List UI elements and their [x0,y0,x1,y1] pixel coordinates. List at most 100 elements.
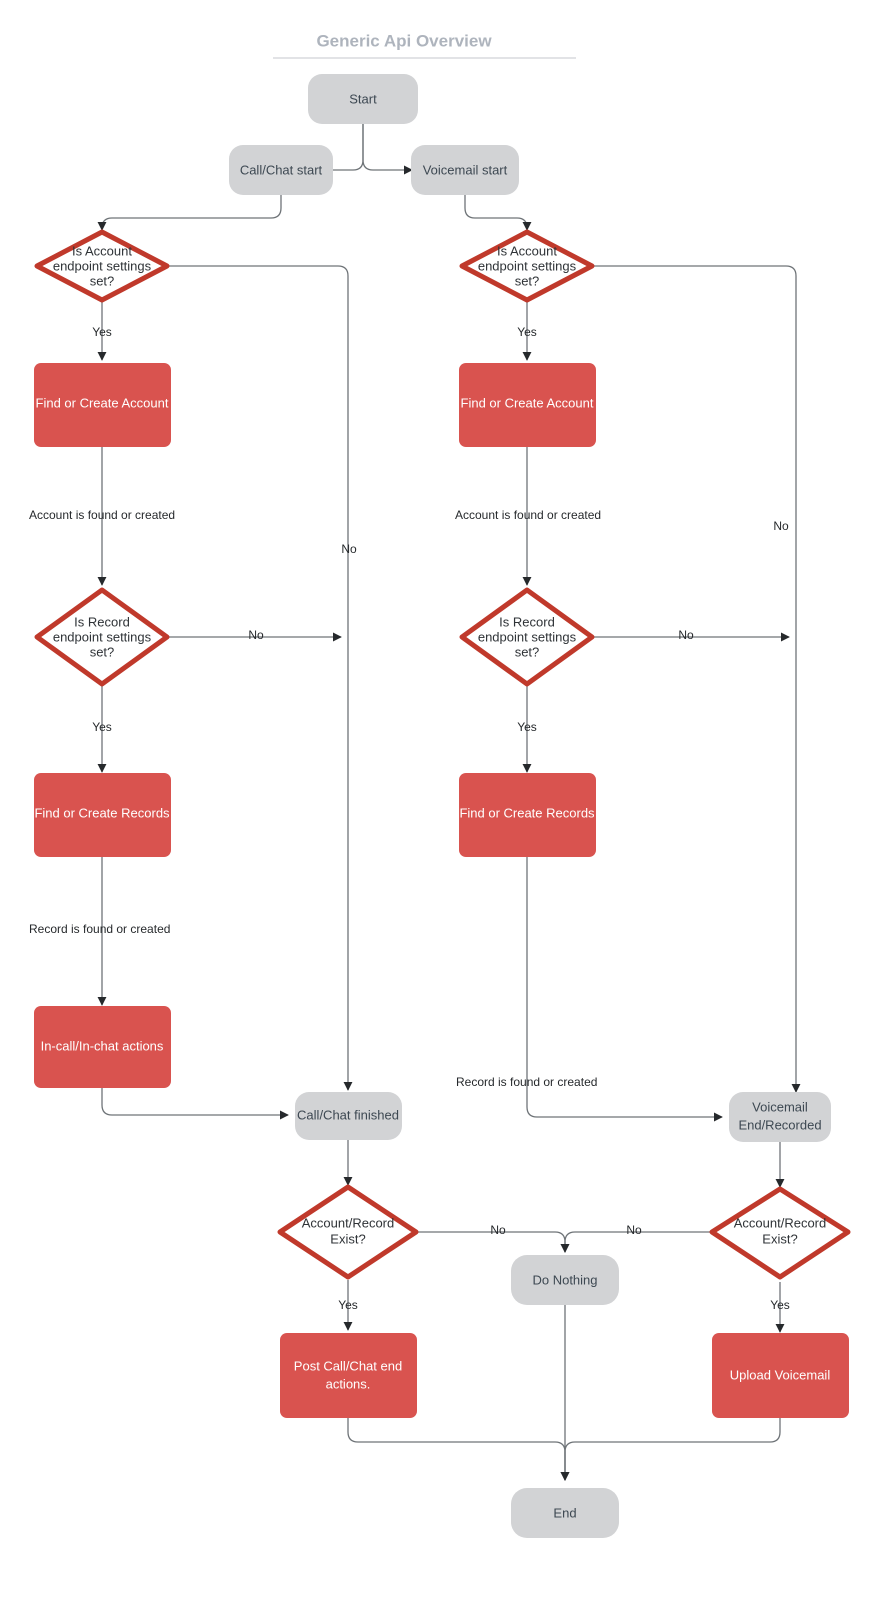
edge-isaccount-right-no [592,265,801,1093]
node-is-account-endpoint-left[interactable]: Is Account endpoint settings set? [34,229,170,303]
node-upload-voicemail-label: Upload Voicemail [730,1367,831,1382]
node-end[interactable]: End [511,1488,619,1538]
node-find-create-records-left-shape[interactable] [34,773,171,857]
diagram-title-group: Generic Api Overview [273,31,576,59]
node-upload-voicemail-shape[interactable] [712,1333,849,1418]
node-call-chat-finished[interactable]: Call/Chat finished [295,1092,402,1140]
edge-label-no-account-left: No [341,542,357,556]
node-is-account-endpoint-right-label-1: Is Account [497,243,557,258]
node-is-account-endpoint-left-label-3: set? [90,273,115,288]
node-call-chat-start-label: Call/Chat start [240,162,323,177]
node-find-create-records-right-label: Find or Create Records [459,805,595,820]
node-find-create-account-right-label: Find or Create Account [461,395,594,410]
node-voicemail-start-label: Voicemail start [423,162,508,177]
node-is-record-endpoint-right-label-2: endpoint settings [478,629,577,644]
node-start-label: Start [349,91,377,106]
node-in-call-actions-label: In-call/In-chat actions [41,1038,164,1053]
edge-incall-to-callchat-finished [101,1088,289,1120]
node-is-record-endpoint-left-label-1: Is Record [74,614,130,629]
node-is-account-endpoint-right[interactable]: Is Account endpoint settings set? [459,229,595,303]
node-do-nothing-shape[interactable] [511,1255,619,1305]
node-is-record-endpoint-left-label-3: set? [90,644,115,659]
edge-postcall-to-end [347,1418,570,1481]
edge-label-yes-record-left: Yes [92,720,112,734]
node-voicemail-end-recorded-label-2: End/Recorded [738,1117,821,1132]
edge-label-layer: Yes Yes No No Account is found or create… [29,325,790,1312]
edge-label-yes-account-right: Yes [517,325,537,339]
edge-label-yes-exist-left: Yes [338,1298,358,1312]
edge-label-record-found-left: Record is found or created [29,922,170,936]
edge-voicemail-to-isaccount-right [464,195,532,231]
edge-label-yes-account-left: Yes [92,325,112,339]
node-find-create-account-left-label: Find or Create Account [36,395,169,410]
edge-label-no-account-right: No [773,519,789,533]
edge-records-right-to-voicemail-end [526,857,723,1122]
node-do-nothing-label: Do Nothing [532,1272,597,1287]
node-find-create-account-left-shape[interactable] [34,363,171,447]
node-end-shape[interactable] [511,1488,619,1538]
node-start-shape[interactable] [308,74,418,124]
edge-label-account-found-left: Account is found or created [29,508,175,522]
node-in-call-actions[interactable]: In-call/In-chat actions [34,1006,171,1088]
node-is-record-endpoint-left[interactable]: Is Record endpoint settings set? [34,587,170,687]
node-start[interactable]: Start [308,74,418,124]
node-account-record-exist-right[interactable]: Account/Record Exist? [709,1186,851,1280]
node-is-record-endpoint-right-label-3: set? [515,644,540,659]
edge-label-no-exist-right: No [626,1223,642,1237]
node-voicemail-end-recorded-shape[interactable] [729,1092,831,1142]
node-account-record-exist-left-shape[interactable] [277,1184,419,1280]
edge-label-account-found-right: Account is found or created [455,508,601,522]
edge-start-to-voicemail [362,124,413,175]
edge-callchat-to-isaccount-left [97,195,282,231]
node-voicemail-start-shape[interactable] [411,145,519,195]
node-post-call-chat-end-actions-shape[interactable] [280,1333,417,1418]
node-is-account-endpoint-left-label-1: Is Account [72,243,132,258]
node-find-create-records-left[interactable]: Find or Create Records [34,773,171,857]
node-post-call-chat-end-actions-label-2: actions. [326,1376,371,1391]
node-account-record-exist-right-label-2: Exist? [762,1231,797,1246]
node-post-call-chat-end-actions[interactable]: Post Call/Chat end actions. [280,1333,417,1418]
node-is-account-endpoint-right-shape[interactable] [459,229,595,303]
edge-label-yes-exist-right: Yes [770,1298,790,1312]
node-end-label: End [553,1505,576,1520]
node-account-record-exist-left[interactable]: Account/Record Exist? [277,1184,419,1280]
edge-label-record-found-right: Record is found or created [456,1075,597,1089]
page-title: Generic Api Overview [316,31,492,50]
edge-uploadvoicemail-to-end [560,1418,781,1481]
edge-label-no-record-right: No [678,628,694,642]
node-is-account-endpoint-left-label-2: endpoint settings [53,258,152,273]
node-voicemail-end-recorded-label-1: Voicemail [752,1099,808,1114]
node-is-record-endpoint-right[interactable]: Is Record endpoint settings set? [459,587,595,687]
node-account-record-exist-right-shape[interactable] [709,1186,851,1280]
edge-isaccount-left-no [167,265,353,1091]
edge-layer [97,124,801,1481]
node-upload-voicemail[interactable]: Upload Voicemail [712,1333,849,1418]
node-call-chat-finished-shape[interactable] [295,1092,402,1140]
node-is-record-endpoint-left-shape[interactable] [34,587,170,687]
node-is-record-endpoint-right-shape[interactable] [459,587,595,687]
node-find-create-records-right[interactable]: Find or Create Records [459,773,596,857]
node-is-record-endpoint-left-label-2: endpoint settings [53,629,152,644]
node-in-call-actions-shape[interactable] [34,1006,171,1088]
node-voicemail-start[interactable]: Voicemail start [411,145,519,195]
node-is-account-endpoint-left-shape[interactable] [34,229,170,303]
node-is-record-endpoint-right-label-1: Is Record [499,614,555,629]
node-find-create-account-left[interactable]: Find or Create Account [34,363,171,447]
node-call-chat-start[interactable]: Call/Chat start [229,145,333,195]
node-call-chat-start-shape[interactable] [229,145,333,195]
node-find-create-account-right[interactable]: Find or Create Account [459,363,596,447]
node-do-nothing[interactable]: Do Nothing [511,1255,619,1305]
node-account-record-exist-right-label-1: Account/Record [734,1215,827,1230]
node-voicemail-end-recorded[interactable]: Voicemail End/Recorded [729,1092,831,1142]
node-is-account-endpoint-right-label-3: set? [515,273,540,288]
node-find-create-account-right-shape[interactable] [459,363,596,447]
node-call-chat-finished-label: Call/Chat finished [297,1107,399,1122]
edge-exist-right-no [560,1231,717,1253]
node-find-create-records-right-shape[interactable] [459,773,596,857]
edge-label-yes-record-right: Yes [517,720,537,734]
node-account-record-exist-left-label-1: Account/Record [302,1215,395,1230]
edge-label-no-record-left: No [248,628,264,642]
node-account-record-exist-left-label-2: Exist? [330,1231,365,1246]
